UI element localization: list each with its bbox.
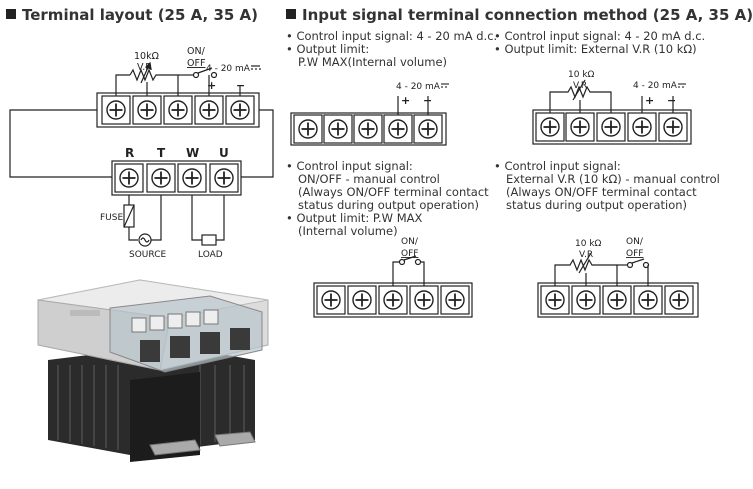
onoff-label-top: ON/: [187, 46, 206, 57]
phase-label-u: U: [219, 146, 229, 160]
current-label: 4 - 20 mA: [206, 64, 251, 74]
source-label: SOURCE: [129, 250, 166, 260]
square-bullet-icon: [6, 9, 16, 19]
diagram-1-current: 4 - 20 mA: [396, 82, 441, 92]
diagram-4: 10 kΩ V.R ON/ OFF: [537, 237, 699, 318]
power-wiring: [123, 195, 225, 247]
phase-label-w: W: [186, 146, 199, 160]
fuse-label: FUSE: [100, 213, 123, 223]
diagram-3-onoff-top: ON/: [401, 237, 419, 247]
left-section-title: Terminal layout (25 A, 35 A): [6, 6, 258, 24]
method-4-text: • Control input signal: External V.R (10…: [494, 159, 720, 212]
svg-text:+: +: [645, 94, 654, 107]
svg-text:−: −: [423, 94, 432, 107]
svg-text:+: +: [401, 94, 410, 107]
diagram-3: ON/ OFF: [313, 237, 473, 318]
diagram-2-vr-value: 10 kΩ: [568, 70, 595, 80]
method-1-text: • Control input signal: 4 - 20 mA d.c. •…: [286, 29, 498, 69]
diagram-4-vr-value: 10 kΩ: [575, 239, 602, 249]
product-image: [37, 279, 269, 462]
diagram-canvas: 10kΩ V.R ON/ OFF 4 - 20 mA + − R T W U F…: [9, 46, 699, 462]
vr-label: V.R: [137, 62, 152, 73]
diagram-2-vr-label: V.R: [573, 81, 587, 91]
load-label: LOAD: [198, 250, 223, 260]
signal-terminal-block: [96, 92, 260, 128]
diagram-2-current: 4 - 20 mA: [633, 81, 678, 91]
onoff-label-bottom: OFF: [187, 58, 205, 69]
method-2-text: • Control input signal: 4 - 20 mA d.c. •…: [494, 29, 706, 56]
phase-label-r: R: [125, 146, 134, 160]
diagram-4-vr-label: V.R: [579, 250, 593, 260]
diagram-2: 10 kΩ V.R 4 - 20 mA + −: [532, 70, 692, 145]
diagram-3-onoff-bottom: OFF: [401, 249, 418, 259]
square-bullet-icon: [286, 9, 296, 19]
diagram-4-onoff-bottom: OFF: [626, 249, 643, 259]
vr-wiring: [115, 61, 241, 96]
phase-label-t: T: [157, 146, 166, 160]
plus-sign: +: [207, 79, 216, 92]
power-terminal-block: [111, 160, 242, 196]
dc-symbol-icon: [251, 65, 261, 70]
svg-text:−: −: [667, 94, 676, 107]
diagram-1: 4 - 20 mA + −: [290, 82, 449, 146]
method-3-text: • Control input signal: ON/OFF - manual …: [286, 159, 489, 238]
loop-wire: [9, 109, 112, 178]
diagram-4-onoff-top: ON/: [626, 237, 644, 247]
minus-sign: −: [236, 79, 245, 92]
vr-value-label: 10kΩ: [134, 51, 159, 62]
right-section-title: Input signal terminal connection method …: [286, 6, 753, 24]
